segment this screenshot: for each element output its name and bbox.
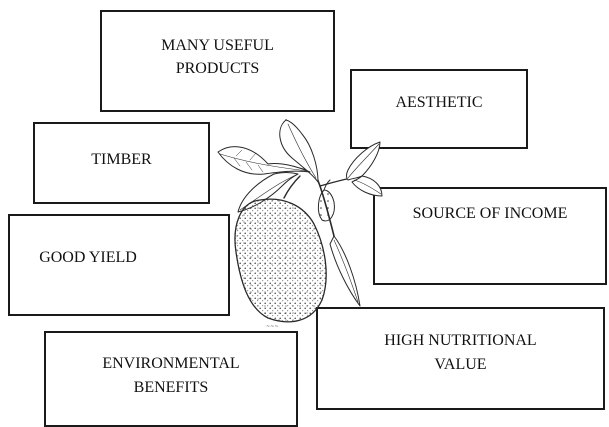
benefit-label-good-yield: GOOD YIELD: [39, 249, 137, 266]
benefit-box-timber: [33, 122, 210, 204]
benefit-label-environmental-benefits-line2: BENEFITS: [133, 379, 209, 396]
benefit-box-aesthetic: [350, 69, 528, 149]
benefit-box-high-nutritional-value: [316, 307, 605, 410]
benefit-box-many-useful-products: [100, 10, 335, 112]
benefit-box-good-yield: [8, 214, 230, 316]
benefit-label-many-useful-products-line2: PRODUCTS: [175, 60, 260, 77]
svg-text:~~~: ~~~: [266, 324, 279, 330]
benefit-label-environmental-benefits-line1: ENVIRONMENTAL: [102, 355, 240, 372]
benefit-box-environmental-benefits: [44, 331, 298, 427]
benefit-box-source-of-income: [373, 187, 607, 285]
benefit-label-many-useful-products-line1: MANY USEFUL: [161, 37, 274, 54]
benefit-label-aesthetic: AESTHETIC: [395, 94, 483, 111]
benefit-label-high-nutritional-value-line2: VALUE: [434, 356, 487, 373]
benefit-label-high-nutritional-value-line1: HIGH NUTRITIONAL: [384, 332, 537, 349]
jackfruit-illustration-icon: ~~~: [217, 119, 383, 330]
benefit-label-source-of-income: SOURCE OF INCOME: [412, 205, 568, 222]
benefit-label-timber: TIMBER: [91, 151, 152, 168]
